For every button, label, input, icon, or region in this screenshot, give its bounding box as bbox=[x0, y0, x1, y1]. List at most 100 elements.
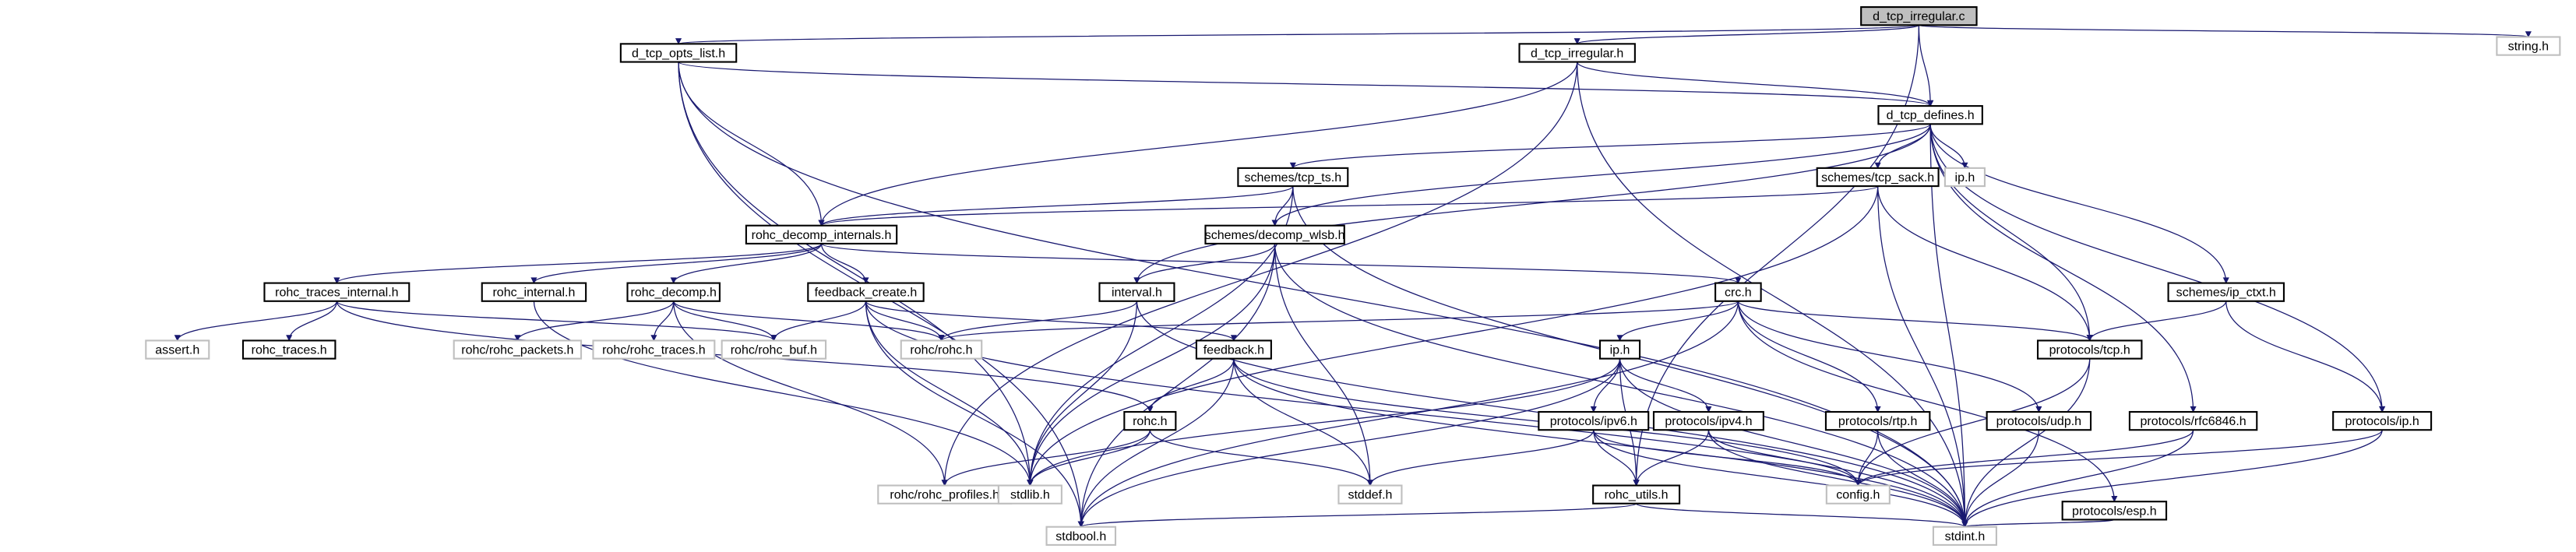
node-pesp[interactable]: protocols/esp.h bbox=[2061, 501, 2168, 521]
arrowhead-icon bbox=[333, 277, 340, 284]
node-feedback[interactable]: feedback.h bbox=[1195, 339, 1272, 360]
node-box bbox=[1714, 282, 1762, 302]
edge-iph_mid-to-stdlib bbox=[1029, 358, 1621, 486]
node-box bbox=[1652, 410, 1764, 431]
edge-ipctxt-to-ptcp bbox=[2089, 301, 2227, 341]
node-pudp[interactable]: protocols/udp.h bbox=[1986, 410, 2092, 431]
node-assert: assert.h bbox=[145, 339, 210, 360]
node-pip[interactable]: protocols/ip.h bbox=[2332, 410, 2433, 431]
node-rutils[interactable]: rohc_utils.h bbox=[1592, 484, 1681, 505]
edge-pipv6-to-stddef bbox=[1369, 430, 1595, 486]
node-root[interactable]: d_tcp_irregular.c bbox=[1860, 6, 1978, 26]
node-tcpsack[interactable]: schemes/tcp_sack.h bbox=[1816, 167, 1940, 188]
edge-root-to-defines bbox=[1918, 25, 1931, 107]
node-prfc[interactable]: protocols/rfc6846.h bbox=[2128, 410, 2258, 431]
edge-pipv4-to-rutils bbox=[1635, 430, 1710, 486]
edge-fbcreate-to-stdlib bbox=[865, 301, 1031, 486]
node-label: ip.h bbox=[1610, 343, 1630, 357]
edge-rohch-to-stdlib bbox=[1029, 430, 1151, 486]
node-label: protocols/tcp.h bbox=[2049, 343, 2130, 357]
arrowhead-icon bbox=[1133, 277, 1140, 284]
node-box bbox=[592, 339, 716, 360]
edge-trint-to-assert bbox=[177, 301, 337, 341]
arrowhead-icon bbox=[1230, 335, 1237, 342]
node-label: rohc.h bbox=[1133, 414, 1168, 428]
node-label: d_tcp_defines.h bbox=[1887, 108, 1975, 122]
arrowhead-icon bbox=[1855, 480, 1862, 487]
node-rint[interactable]: rohc_internal.h bbox=[481, 282, 587, 302]
node-rdecomp[interactable]: rohc_decomp.h bbox=[626, 282, 721, 302]
arrowhead-icon bbox=[2222, 277, 2229, 284]
arrowhead-icon bbox=[286, 335, 293, 342]
node-fbcreate[interactable]: feedback_create.h bbox=[807, 282, 925, 302]
arrowhead-icon bbox=[941, 480, 948, 487]
node-label: config.h bbox=[1836, 488, 1880, 502]
edge-rdecomp-to-rrtraces bbox=[653, 301, 675, 341]
node-label: protocols/ip.h bbox=[2345, 414, 2419, 428]
edge-wlsb-to-stddef bbox=[1274, 243, 1371, 486]
node-label: stdbool.h bbox=[1055, 529, 1106, 543]
node-label: string.h bbox=[2508, 40, 2550, 54]
node-rtraces[interactable]: rohc_traces.h bbox=[241, 339, 337, 360]
edge-rdecomp-to-rbuf bbox=[673, 301, 774, 341]
node-box bbox=[1098, 282, 1175, 302]
node-tcpts[interactable]: schemes/tcp_ts.h bbox=[1237, 167, 1349, 188]
node-box bbox=[1932, 526, 1997, 546]
node-wlsb[interactable]: schemes/decomp_wlsb.h bbox=[1204, 224, 1345, 244]
node-irrh[interactable]: d_tcp_irregular.h bbox=[1518, 43, 1636, 63]
node-label: stdlib.h bbox=[1010, 488, 1050, 502]
node-label: interval.h bbox=[1112, 286, 1162, 300]
edge-tcpts-to-decint bbox=[820, 185, 1294, 227]
arrowhead-icon bbox=[1927, 100, 1934, 107]
node-label: protocols/ipv4.h bbox=[1665, 414, 1752, 428]
arrowhead-icon bbox=[1271, 220, 1278, 227]
node-rprofiles: rohc/rohc_profiles.h bbox=[877, 484, 1013, 505]
node-decint[interactable]: rohc_decomp_internals.h bbox=[745, 224, 898, 244]
node-prtp[interactable]: protocols/rtp.h bbox=[1824, 410, 1931, 431]
node-rbuf: rohc/rohc_buf.h bbox=[721, 339, 827, 360]
edge-pesp-to-stdint bbox=[1964, 519, 2115, 528]
edge-fbcreate-to-rbuf bbox=[773, 301, 867, 341]
arrowhead-icon bbox=[1616, 335, 1623, 342]
edge-feedback-to-stdbool bbox=[1080, 358, 1235, 527]
node-stddef: stddef.h bbox=[1337, 484, 1403, 505]
node-iph_mid[interactable]: ip.h bbox=[1598, 339, 1641, 360]
edge-trint-to-rbuf bbox=[336, 301, 774, 341]
edge-crc-to-pudp bbox=[1737, 301, 2039, 413]
edge-pip-to-config bbox=[1857, 429, 2383, 486]
edge-rdecomp-to-rrohc bbox=[673, 301, 943, 341]
edge-rint-to-stdlib bbox=[533, 301, 1031, 486]
node-crc[interactable]: crc.h bbox=[1714, 282, 1762, 302]
node-label: feedback_create.h bbox=[815, 286, 918, 300]
arrowhead-icon bbox=[1573, 38, 1580, 45]
node-interval[interactable]: interval.h bbox=[1098, 282, 1175, 302]
edge-feedback-to-stdint bbox=[1233, 358, 1966, 527]
node-defines[interactable]: d_tcp_defines.h bbox=[1877, 105, 1983, 125]
edge-crc-to-iph_mid bbox=[1619, 301, 1739, 341]
edge-root-to-irrh bbox=[1577, 24, 1920, 44]
edge-rutils-to-stdbool bbox=[1080, 503, 1637, 528]
edge-defines-to-iph_top bbox=[1929, 124, 1966, 168]
node-pipv6[interactable]: protocols/ipv6.h bbox=[1538, 410, 1650, 431]
node-box bbox=[997, 484, 1062, 505]
node-opts[interactable]: d_tcp_opts_list.h bbox=[619, 43, 738, 63]
node-rohch[interactable]: rohc.h bbox=[1123, 410, 1177, 431]
node-iph_top: ip.h bbox=[1943, 167, 1986, 188]
node-ptcp[interactable]: protocols/tcp.h bbox=[2036, 339, 2143, 360]
node-label: feedback.h bbox=[1203, 343, 1264, 357]
node-label: crc.h bbox=[1725, 286, 1752, 300]
edge-pip-to-stdint bbox=[1964, 430, 2383, 527]
node-pipv4[interactable]: protocols/ipv4.h bbox=[1652, 410, 1764, 431]
node-ipctxt[interactable]: schemes/ip_ctxt.h bbox=[2167, 282, 2285, 302]
node-label: d_tcp_irregular.h bbox=[1531, 46, 1623, 60]
edge-iph_mid-to-pipv4 bbox=[1619, 358, 1710, 413]
edge-fbcreate-to-rrohc bbox=[865, 301, 943, 341]
node-label: ip.h bbox=[1955, 171, 1975, 185]
arrowhead-icon bbox=[1077, 521, 1084, 528]
node-box bbox=[1195, 339, 1272, 360]
node-stdbool: stdbool.h bbox=[1045, 526, 1117, 546]
node-trint[interactable]: rohc_traces_internal.h bbox=[263, 282, 411, 302]
node-box bbox=[1824, 410, 1931, 431]
node-box bbox=[2128, 410, 2258, 431]
